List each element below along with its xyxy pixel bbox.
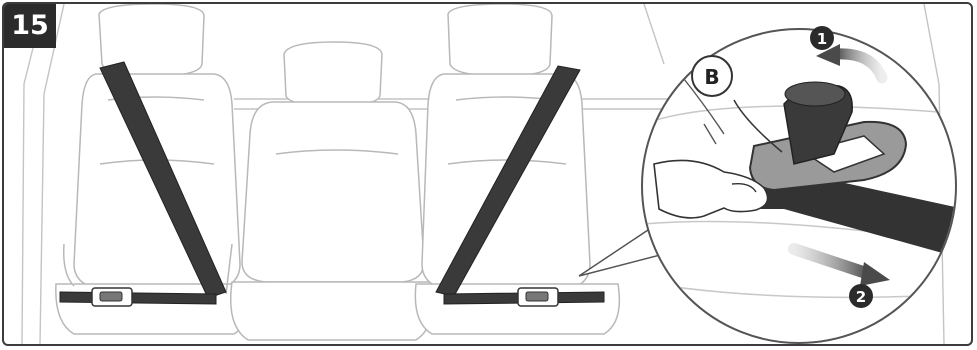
- magnified-callout: [642, 29, 964, 343]
- rear-seats-illustration: B 1 2: [4, 4, 973, 346]
- right-buckle: [518, 288, 558, 306]
- step-marker-2-text: 2: [856, 288, 866, 306]
- part-label-b: B: [692, 56, 732, 96]
- middle-seat: [226, 42, 436, 340]
- left-lap-belt: [60, 292, 216, 304]
- step-marker-2: 2: [849, 284, 873, 308]
- part-label-b-text: B: [704, 65, 719, 89]
- step-number-badge: 15: [4, 4, 56, 48]
- step-marker-1-text: 1: [817, 30, 827, 48]
- step-marker-1: 1: [810, 26, 834, 50]
- illustration-frame: 15: [2, 2, 973, 346]
- left-buckle: [92, 288, 132, 306]
